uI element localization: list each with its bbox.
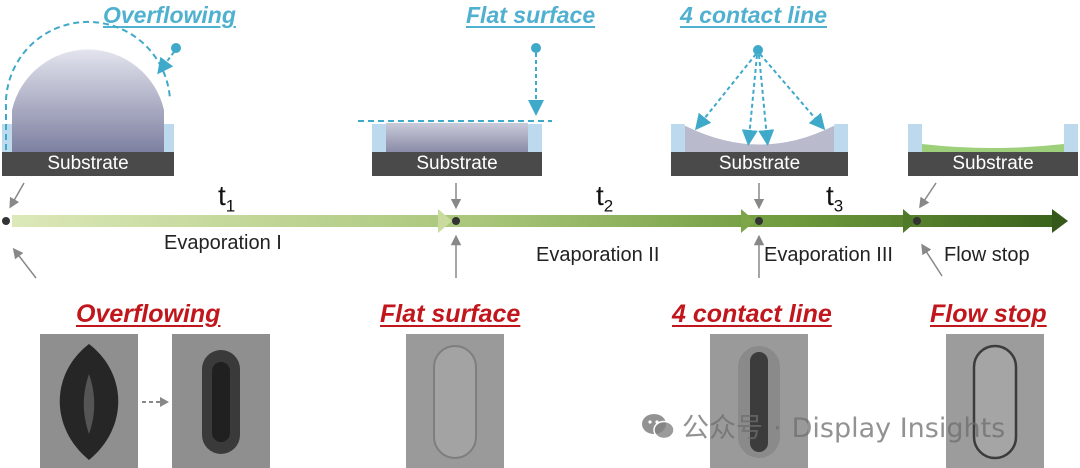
connector-arrow (919, 182, 937, 209)
pointer-line (695, 53, 757, 131)
pointer-line (759, 53, 826, 131)
pointer-dot (171, 43, 181, 53)
micrograph-flat-surface (406, 334, 504, 468)
micrograph-contact-line (710, 334, 808, 468)
stage-label-flow-stop: Flow stop (944, 244, 1030, 266)
top-title-overflowing: Overflowing (103, 2, 236, 28)
bank-left (908, 124, 922, 152)
time-label-t2: t2 (596, 180, 614, 216)
stage-label-evaporation-1: Evaporation I (164, 232, 282, 254)
pointer-dot (753, 45, 763, 55)
bottom-title-flat-surface: Flat surface (380, 300, 521, 328)
timeline-node (452, 217, 460, 225)
flat-liquid (386, 123, 528, 152)
substrate-3: Substrate (671, 152, 848, 176)
top-title-contact-line: 4 contact line (680, 2, 827, 28)
scene-flow-stop (908, 124, 1078, 152)
connector-arrows (9, 182, 943, 279)
connector-arrow (9, 182, 25, 209)
substrate-1: Substrate (2, 152, 174, 176)
connector-arrow (921, 243, 943, 277)
timeline (2, 209, 1068, 233)
micrograph-overflowing-1 (40, 334, 138, 468)
timeline-arrowhead (741, 209, 755, 233)
scene-overflowing (2, 20, 181, 152)
concave-liquid (685, 124, 834, 152)
watermark: 公众号 · Display Insights (640, 406, 1005, 448)
droplet-dome (12, 49, 164, 152)
timeline-arrowhead (438, 209, 452, 233)
time-label-t1: t1 (218, 180, 236, 216)
droplet-diagram (2, 20, 1078, 279)
timeline-bar (12, 215, 1052, 227)
micrograph-flow-stop (946, 334, 1044, 468)
pointer-line (741, 54, 758, 146)
bank-right (1064, 124, 1078, 152)
stage-label-evaporation-3: Evaporation III (764, 244, 893, 266)
bank-left (671, 124, 685, 152)
top-title-flat-surface: Flat surface (466, 2, 596, 28)
connector-arrow (12, 247, 37, 279)
timeline-arrowhead (1052, 209, 1068, 233)
pointer-dot (531, 43, 541, 53)
thin-film (922, 144, 1064, 152)
timeline-arrowhead (903, 209, 917, 233)
substrate-4: Substrate (908, 152, 1078, 176)
watermark-account-name: Display Insights (791, 413, 1006, 444)
bottom-title-overflowing: Overflowing (76, 300, 221, 328)
watermark-account-label: 公众号 (682, 413, 763, 444)
timeline-node (913, 217, 921, 225)
micrograph-transition-arrow (142, 397, 169, 407)
timeline-node (2, 217, 10, 225)
bottom-title-flow-stop: Flow stop (930, 300, 1047, 328)
watermark-separator: · (773, 413, 782, 444)
bank-right (528, 124, 542, 152)
bank-left (372, 124, 386, 152)
bank-right (834, 124, 848, 152)
pointer-line (157, 51, 175, 75)
scene-contact-line (671, 45, 848, 152)
micrograph-overflowing-2 (172, 334, 270, 468)
time-label-t3: t3 (826, 180, 844, 216)
bottom-title-contact-line: 4 contact line (672, 300, 832, 328)
pointer-line (758, 54, 775, 146)
stage-label-evaporation-2: Evaporation II (536, 244, 660, 266)
wechat-icon (640, 411, 676, 448)
timeline-node (755, 217, 763, 225)
scene-flat-surface (358, 43, 552, 152)
substrate-2: Substrate (372, 152, 542, 176)
